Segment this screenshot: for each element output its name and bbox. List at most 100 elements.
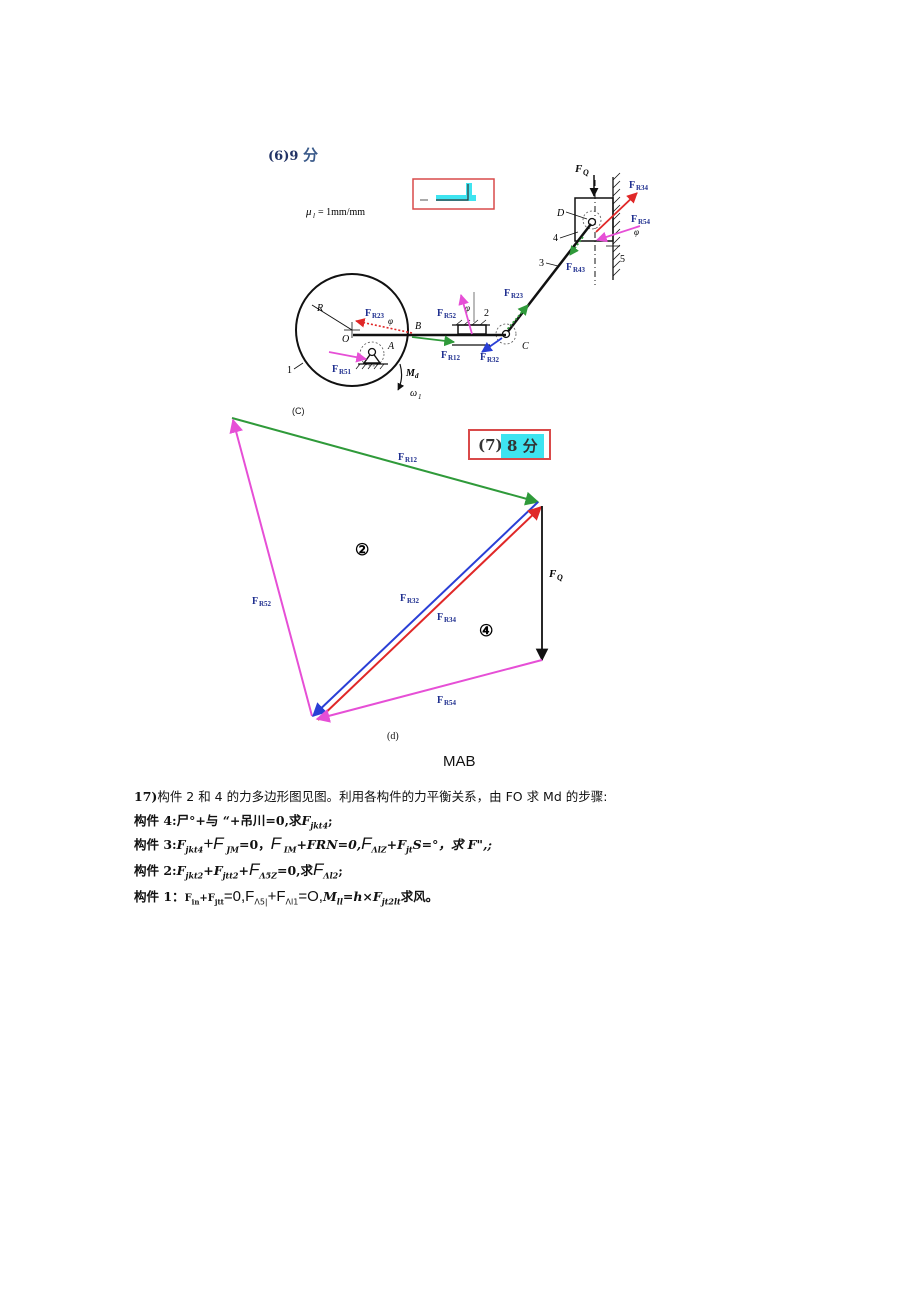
label-R: R [316, 303, 323, 314]
line-3-i: S=°，求 F",; [412, 837, 493, 852]
label-3: 3 [539, 258, 544, 269]
poly-fr32-label-sub: R32 [407, 597, 420, 605]
line-5-h-sub: jt2lt [381, 896, 401, 907]
score-6-unit: 分 [302, 146, 318, 164]
poly-fr54-label: F [437, 695, 443, 706]
link-3 [505, 223, 592, 335]
scale-mu-sub: l [313, 212, 315, 220]
fr43-label: F [566, 262, 572, 273]
score-label-6: (6)9 分 [268, 144, 318, 165]
poly-fr52 [229, 418, 313, 717]
force-polygon: F R12 F R52 F R32 F R34 F Q F R54 ② ④ [229, 417, 563, 723]
line-4-h: ; [338, 863, 343, 878]
line-5-g-sub: ll [336, 896, 343, 907]
line-4-c: +F [203, 863, 223, 878]
mab-label: MAB [443, 753, 476, 770]
fr52-label-sub: R52 [444, 312, 457, 320]
line-4-e: F [248, 860, 260, 879]
text-line-1: 17)构件 2 和 4 的力多边形图见图。利用各构件的力平衡关系，由 FO 求 … [134, 786, 607, 805]
fr34-arrow [595, 192, 638, 233]
fq-label: F [574, 163, 583, 175]
fr23-left-label: F [365, 308, 371, 319]
label-B: B [415, 321, 421, 332]
label-O: O [342, 334, 349, 345]
line-4-g: F [313, 860, 324, 879]
fr23-top-label-sub: R23 [511, 292, 524, 300]
line-2-body: 尸°+与 “+吊川=0,求 [176, 813, 302, 828]
line-5-e: +F [267, 888, 286, 905]
line-4-b-sub: jkt2 [185, 870, 204, 881]
line-2-lead: 构件 4: [134, 813, 177, 828]
fr32-arrow [481, 337, 503, 353]
fr51-arrow [328, 351, 368, 363]
fr23-top-label: F [504, 288, 510, 299]
line-3-c-sub: JM [223, 844, 239, 855]
line-3-h: +F [386, 837, 406, 852]
line-2-end: ; [328, 813, 333, 828]
fr23-arrow-b [355, 318, 413, 334]
line-5-g: M [322, 889, 337, 904]
line-4-e-sub: Λ5Z [259, 870, 277, 881]
line-3-d: =0， [239, 837, 271, 852]
scale-box [412, 178, 495, 210]
fr12-label: F [441, 350, 447, 361]
circled-4: ④ [479, 623, 493, 640]
line-5-d-sub: Λ5| [254, 897, 268, 907]
line-3-lead: 构件 3: [134, 837, 177, 852]
fr12-arrow [411, 335, 456, 347]
figure-d-caption: (d) [387, 731, 399, 742]
line-4-c-sub: jtt2 [222, 870, 239, 881]
poly-fr12-label: F [398, 452, 404, 463]
fixed-pivot-a [355, 341, 388, 370]
md-arrow [397, 363, 405, 391]
line-3-g: F [361, 834, 372, 853]
fq-label-sub: Q [583, 168, 589, 177]
omega-label: ω [410, 388, 417, 399]
fr52-arrow [458, 293, 473, 335]
omega-label-sub: 1 [418, 393, 422, 401]
phi-1: φ [388, 316, 393, 326]
line-4-b: F [176, 863, 186, 878]
line-3-h-sub: jt [405, 844, 413, 855]
label-D: D [556, 208, 565, 219]
fr54-arrow [595, 225, 641, 243]
label-2: 2 [484, 308, 489, 319]
label-1: 1 [287, 365, 292, 376]
poly-fr52-label-sub: R52 [259, 600, 272, 608]
line-3-b: F [176, 837, 186, 852]
line-4-lead: 构件 2: [134, 863, 177, 878]
text-line-2: 构件 4:尸°+与 “+吊川=0,求Fjkt4; [134, 810, 333, 831]
line-4-d: + [238, 863, 249, 878]
joint-c-dash [495, 323, 517, 345]
line-5-b-sub: in [191, 897, 200, 907]
mechanism-diagram: μ l = 1mm/mm F Q F R34 F R54 φ [287, 163, 651, 401]
score-7-number: (7) [478, 436, 503, 454]
score-label-7: (7) 8 分 [468, 429, 551, 460]
fr23-left-label-sub: R23 [372, 312, 385, 320]
fr32-label-sub: R32 [487, 356, 500, 364]
phi-3: φ [634, 227, 639, 237]
line-5-d: =0,F [223, 888, 255, 905]
line-5-lead: 构件 1： [134, 889, 185, 904]
poly-fq-label-sub: Q [557, 573, 563, 582]
poly-fr12 [231, 417, 540, 506]
fr54-label-sub: R54 [638, 218, 651, 226]
scale-mu: μ [305, 206, 312, 218]
poly-fr34-label: F [437, 612, 443, 623]
fr43-arrow [569, 236, 584, 256]
poly-fr54-label-sub: R54 [444, 699, 457, 707]
line-3-b-sub: jkt4 [185, 844, 204, 855]
line-2-f: F [301, 813, 311, 828]
line-3-e-sub: IM [281, 844, 297, 855]
fr52-label: F [437, 308, 443, 319]
line-5-c: +F [199, 893, 215, 904]
fr51-label: F [332, 364, 338, 375]
text-line-4: 构件 2:Fjkt2+Fjtt2+FΛ5Z=0,求FΛl2; [134, 860, 343, 881]
fr34-label-sub: R34 [636, 184, 649, 192]
md-label: M [405, 368, 416, 379]
text-line-3: 构件 3:Fjkt4+F JM=0，F IM+FRN=0,FΛlZ+FjtS=°… [134, 834, 492, 855]
fr51-label-sub: R51 [339, 368, 352, 376]
line-5-f: =O, [298, 888, 323, 905]
md-label-sub: d [415, 372, 419, 380]
crank-disc-1 [295, 273, 409, 387]
